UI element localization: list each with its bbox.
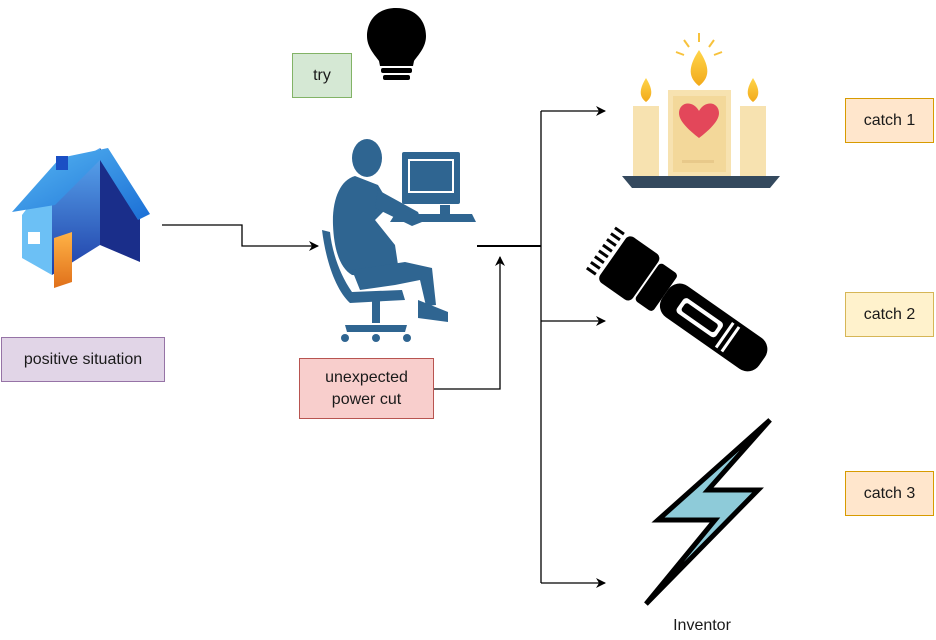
power-cut-node: unexpected power cut bbox=[299, 358, 434, 419]
try-node: try bbox=[292, 53, 352, 98]
person-at-computer-icon bbox=[322, 139, 476, 342]
lightbulb-icon bbox=[367, 8, 426, 80]
candles-icon bbox=[622, 33, 780, 188]
power-cut-label: unexpected power cut bbox=[325, 368, 408, 408]
edge-house-to-person bbox=[162, 224, 319, 251]
catch-3-label: catch 3 bbox=[863, 484, 916, 502]
catch-2-label: catch 2 bbox=[863, 305, 916, 323]
catch-3-node: catch 3 bbox=[845, 471, 934, 516]
house-icon bbox=[12, 148, 150, 288]
catch-1-node: catch 1 bbox=[845, 98, 934, 143]
inventor-label: Inventor bbox=[673, 617, 731, 634]
flashlight-icon bbox=[585, 226, 768, 372]
catch-1-label: catch 1 bbox=[863, 111, 916, 129]
edge-powercut-to-junction bbox=[434, 256, 505, 390]
positive-situation-node: positive situation bbox=[1, 337, 165, 382]
positive-situation-label: positive situation bbox=[23, 350, 143, 368]
catch-2-node: catch 2 bbox=[845, 292, 934, 337]
try-label: try bbox=[313, 66, 331, 84]
lightning-bolt-icon bbox=[644, 418, 772, 606]
